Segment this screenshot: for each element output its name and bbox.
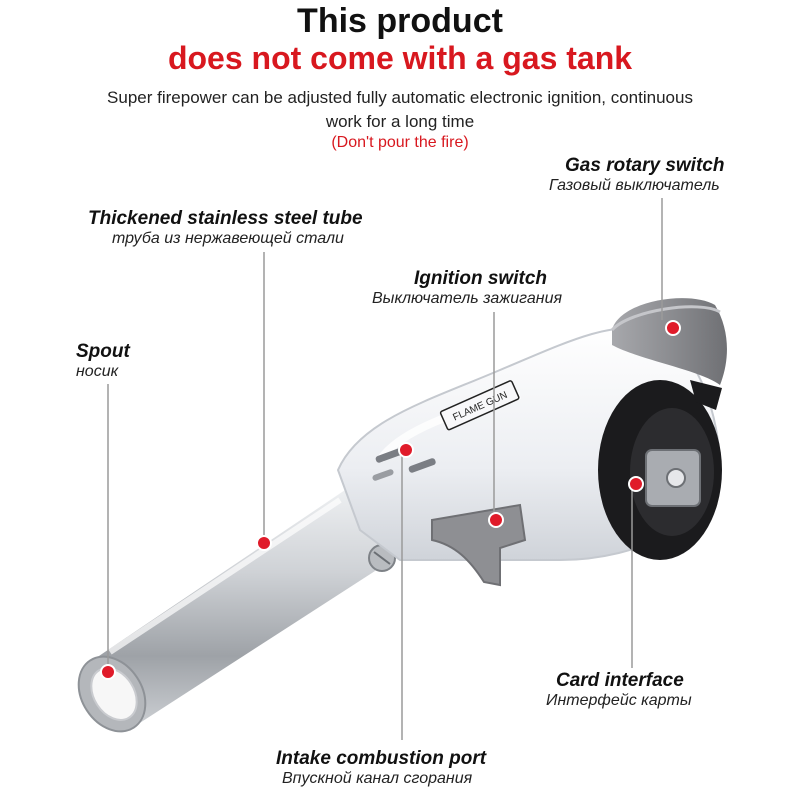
- callout-ignition-switch: Ignition switch Выключатель зажигания: [372, 268, 622, 308]
- callout-card-interface: Card interface Интерфейс карты: [546, 670, 692, 710]
- marker-card-interface: [628, 476, 644, 492]
- title-line-1: This product: [297, 2, 503, 40]
- marker-steel-tube: [256, 535, 272, 551]
- product-description: Super firepower can be adjusted fully au…: [107, 88, 693, 131]
- callout-intake-port: Intake combustion port Впускной канал сг…: [276, 748, 486, 788]
- marker-ignition-switch: [488, 512, 504, 528]
- gas-rotary-knob: [610, 298, 727, 385]
- callout-ru: Газовый выключатель: [549, 177, 720, 194]
- callout-en: Ignition switch: [414, 268, 547, 289]
- callout-ru: труба из нержавеющей стали: [112, 230, 344, 247]
- leader-lines: [107, 198, 663, 740]
- callout-spout: Spout носик: [76, 341, 130, 381]
- ignition-trigger: [431, 503, 527, 587]
- title-line-2: does not come with a gas tank: [167, 40, 633, 76]
- callout-markers: [100, 320, 681, 680]
- marker-spout: [100, 664, 116, 680]
- marker-gas-rotary-switch: [665, 320, 681, 336]
- callout-ru: Выключатель зажигания: [372, 290, 563, 307]
- card-interface: [598, 380, 722, 560]
- callout-en: Thickened stainless steel tube: [88, 208, 363, 229]
- callout-ru: Впускной канал сгорания: [282, 770, 473, 787]
- marker-intake-port: [398, 442, 414, 458]
- callout-en: Gas rotary switch: [565, 155, 725, 176]
- callout-steel-tube: Thickened stainless steel tube труба из …: [88, 208, 363, 248]
- safety-note: (Don't pour the fire): [331, 134, 469, 151]
- steel-tube: [77, 488, 392, 733]
- callout-ru: Интерфейс карты: [546, 692, 692, 709]
- callout-en: Intake combustion port: [276, 748, 487, 769]
- callout-gas-rotary-switch: Gas rotary switch Газовый выключатель: [549, 155, 725, 195]
- callout-ru: носик: [76, 363, 119, 380]
- callout-en: Spout: [76, 341, 130, 362]
- callout-en: Card interface: [556, 670, 684, 691]
